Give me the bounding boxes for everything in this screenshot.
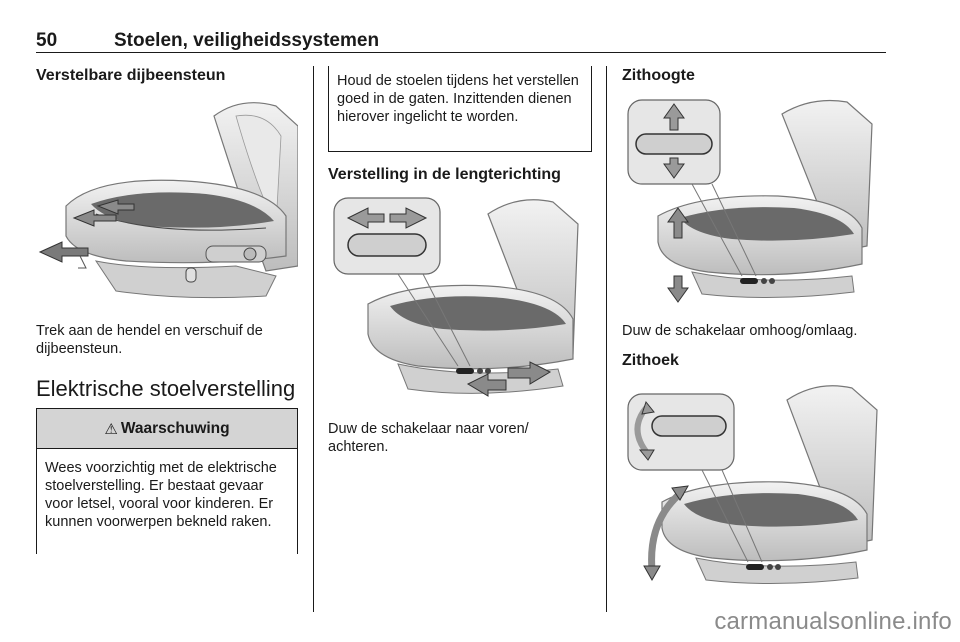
column-divider	[606, 66, 607, 612]
note-box: Houd de stoelen tijdens het verstellen g…	[328, 66, 592, 152]
thigh-support-instruction: Trek aan de hendel en verschuif de dijbe…	[36, 323, 263, 357]
section-title-thigh-support: Verstelbare dijbeensteun	[36, 67, 226, 84]
seat-tilt-drawing	[627, 385, 878, 585]
seat-height-instruction: Duw de schakelaar omhoog/omlaag.	[622, 323, 858, 339]
warning-triangle-icon: ⚠	[104, 420, 118, 438]
section-title-longitudinal: Verstelling in de lengterichting	[328, 166, 561, 183]
seat-height-drawing	[627, 99, 873, 303]
column-divider	[313, 66, 314, 612]
seat-tilt-illustration	[622, 380, 884, 590]
seat-thigh-support-drawing	[38, 102, 298, 299]
section-title-seat-height: Zithoogte	[622, 67, 695, 84]
watermark: carmanualsonline.info	[714, 608, 952, 635]
warning-text: Wees voorzichtig met de elektrische stoe…	[45, 460, 277, 530]
page-number: 50	[36, 30, 58, 51]
page-header: 50 Stoelen, veiligheidssystemen	[36, 30, 886, 52]
thigh-support-illustration	[36, 96, 298, 306]
warning-header: ⚠ Waarschuwing	[37, 409, 297, 449]
seat-longitudinal-drawing	[333, 197, 579, 397]
longitudinal-instruction: Duw de schakelaar naar voren/ achteren.	[328, 421, 529, 455]
header-rule	[36, 52, 886, 53]
longitudinal-illustration	[328, 194, 592, 404]
warning-title: Waarschuwing	[120, 419, 230, 437]
section-title-seat-tilt: Zithoek	[622, 352, 679, 369]
chapter-title-electric-seat: Elektrische stoelverstelling	[36, 376, 296, 401]
seat-height-illustration	[622, 96, 884, 304]
page-title: Stoelen, veiligheidssystemen	[114, 30, 380, 51]
warning-box: ⚠ Waarschuwing Wees voorzichtig met de e…	[36, 408, 298, 554]
